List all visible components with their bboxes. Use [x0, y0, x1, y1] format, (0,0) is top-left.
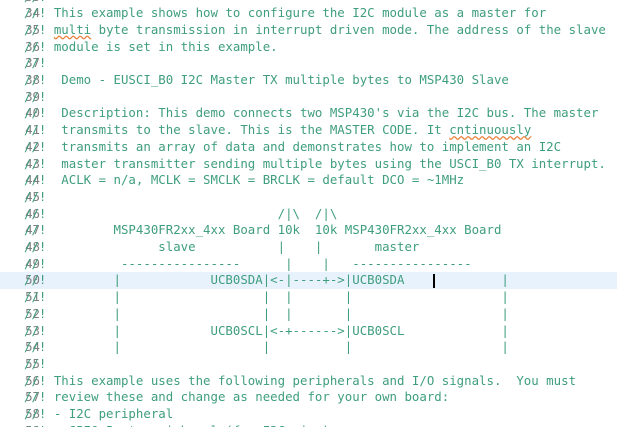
- code-line[interactable]: 57//! review these and change as needed …: [0, 389, 617, 406]
- line-content: //! ACLK = n/a, MCLK = SMCLK = BRCLK = d…: [24, 172, 465, 188]
- line-content: //! This example shows how to configure …: [24, 5, 547, 21]
- line-content: //! - I2C peripheral: [24, 406, 174, 421]
- line-content: //!: [24, 55, 47, 71]
- line-number: 34: [25, 5, 40, 21]
- line-number: 53: [25, 322, 40, 338]
- line-content: //! | | | | |: [24, 289, 509, 305]
- code-line[interactable]: 34//! This example shows how to configur…: [0, 5, 617, 22]
- line-number: 41: [25, 122, 40, 138]
- line-number: 33: [0, 0, 42, 5]
- line-number: 39: [25, 88, 40, 104]
- line-number: 51: [25, 289, 40, 305]
- code-line[interactable]: 42//! transmits an array of data and dem…: [0, 139, 617, 156]
- code-line[interactable]: 39//!: [0, 89, 617, 106]
- misspelled-word: multi: [53, 21, 92, 37]
- code-line[interactable]: 56//! This example uses the following pe…: [0, 373, 617, 390]
- code-line[interactable]: 43//! master transmitter sending multipl…: [0, 156, 617, 173]
- code-line[interactable]: 36//! module is set in this example.: [0, 39, 617, 56]
- code-line[interactable]: 50//! | UCB0SDA|<-|----+->|UCB0SDA |: [0, 272, 617, 290]
- line-number: 54: [25, 339, 40, 355]
- code-line[interactable]: 51//! | | | | |: [0, 289, 617, 306]
- line-content: //! transmits to the slave. This is the …: [24, 122, 532, 138]
- code-line[interactable]: 37//!: [0, 55, 617, 72]
- line-number: 47: [25, 222, 40, 238]
- code-line[interactable]: 40//! Description: This demo connects tw…: [0, 105, 617, 122]
- line-content: //! /|\ /|\: [24, 205, 338, 221]
- line-content: //! module is set in this example.: [24, 38, 278, 54]
- line-number: 37: [25, 55, 40, 71]
- line-number: 35: [25, 21, 40, 37]
- line-content: //! | UCB0SDA|<-|----+->|UCB0SDA |: [24, 272, 509, 288]
- code-line[interactable]: 46//! /|\ /|\: [0, 206, 617, 223]
- line-number: 49: [25, 255, 40, 271]
- line-number: 46: [25, 205, 40, 221]
- line-number: 36: [25, 38, 40, 54]
- line-content: //!: [24, 188, 47, 204]
- code-line[interactable]: 35//! multi byte transmission in interru…: [0, 22, 617, 39]
- line-content: //! multi byte transmission in interrupt…: [24, 21, 606, 37]
- code-line[interactable]: 59//! - GPIO Port peripheral (for I2C pi…: [0, 423, 617, 427]
- code-line[interactable]: 47//! MSP430FR2xx_4xx Board 10k 10k MSP4…: [0, 222, 617, 239]
- line-number: 38: [25, 72, 40, 87]
- line-content: //! Description: This demo connects two …: [24, 105, 599, 121]
- line-number: 42: [25, 138, 40, 154]
- line-content: //!: [24, 355, 47, 371]
- line-content: //! review these and change as needed fo…: [24, 389, 450, 405]
- line-content: //!: [24, 88, 47, 104]
- line-number: 56: [25, 372, 40, 388]
- line-number: 43: [25, 155, 40, 171]
- code-line[interactable]: 38//! Demo - EUSCI_B0 I2C Master TX mult…: [0, 72, 617, 89]
- line-content: //! | | | | |: [24, 305, 509, 321]
- text-caret: [432, 273, 435, 288]
- line-content: //! | UCB0SCL|<-+------>|UCB0SCL |: [24, 322, 509, 338]
- code-line[interactable]: 55//!: [0, 356, 617, 373]
- line-number: 50: [25, 272, 40, 288]
- code-line[interactable]: 48//! slave | | master: [0, 239, 617, 256]
- code-line[interactable]: 52//! | | | | |: [0, 306, 617, 323]
- code-line[interactable]: 44//! ACLK = n/a, MCLK = SMCLK = BRCLK =…: [0, 172, 617, 189]
- line-number: 55: [25, 355, 40, 371]
- code-line[interactable]: 54//! | | | |: [0, 339, 617, 356]
- line-content: //! Demo - EUSCI_B0 I2C Master TX multip…: [24, 72, 509, 87]
- line-content: //! slave | | master: [24, 239, 420, 254]
- line-content: //! | | | |: [24, 339, 509, 355]
- code-line[interactable]: 41//! transmits to the slave. This is th…: [0, 122, 617, 139]
- code-line[interactable]: 53//! | UCB0SCL|<-+------>|UCB0SCL |: [0, 323, 617, 340]
- line-number: 45: [25, 188, 40, 204]
- code-line[interactable]: 58//! - I2C peripheral: [0, 406, 617, 423]
- line-number: 48: [25, 239, 40, 254]
- line-number: 57: [25, 389, 40, 405]
- line-content: //! MSP430FR2xx_4xx Board 10k 10k MSP430…: [24, 222, 502, 238]
- code-line-partial[interactable]: 33//!: [0, 0, 617, 5]
- line-number: 44: [25, 172, 40, 188]
- line-number: 58: [25, 406, 40, 421]
- line-content: //! This example uses the following peri…: [24, 372, 577, 388]
- line-number: 59: [0, 423, 42, 427]
- line-content: //!: [24, 0, 46, 5]
- line-content: //! transmits an array of data and demon…: [24, 138, 562, 154]
- code-line[interactable]: 45//!: [0, 189, 617, 206]
- line-content: //! master transmitter sending multiple …: [24, 155, 606, 171]
- misspelled-word: cntinuously: [449, 122, 532, 138]
- code-line[interactable]: 49//! ---------------- | | -------------…: [0, 256, 617, 273]
- line-number: 40: [25, 105, 40, 121]
- line-number: 52: [25, 305, 40, 321]
- line-content: //! - GPIO Port peripheral (for I2C pins…: [24, 423, 330, 427]
- line-content: //! ---------------- | | ---------------…: [24, 255, 472, 271]
